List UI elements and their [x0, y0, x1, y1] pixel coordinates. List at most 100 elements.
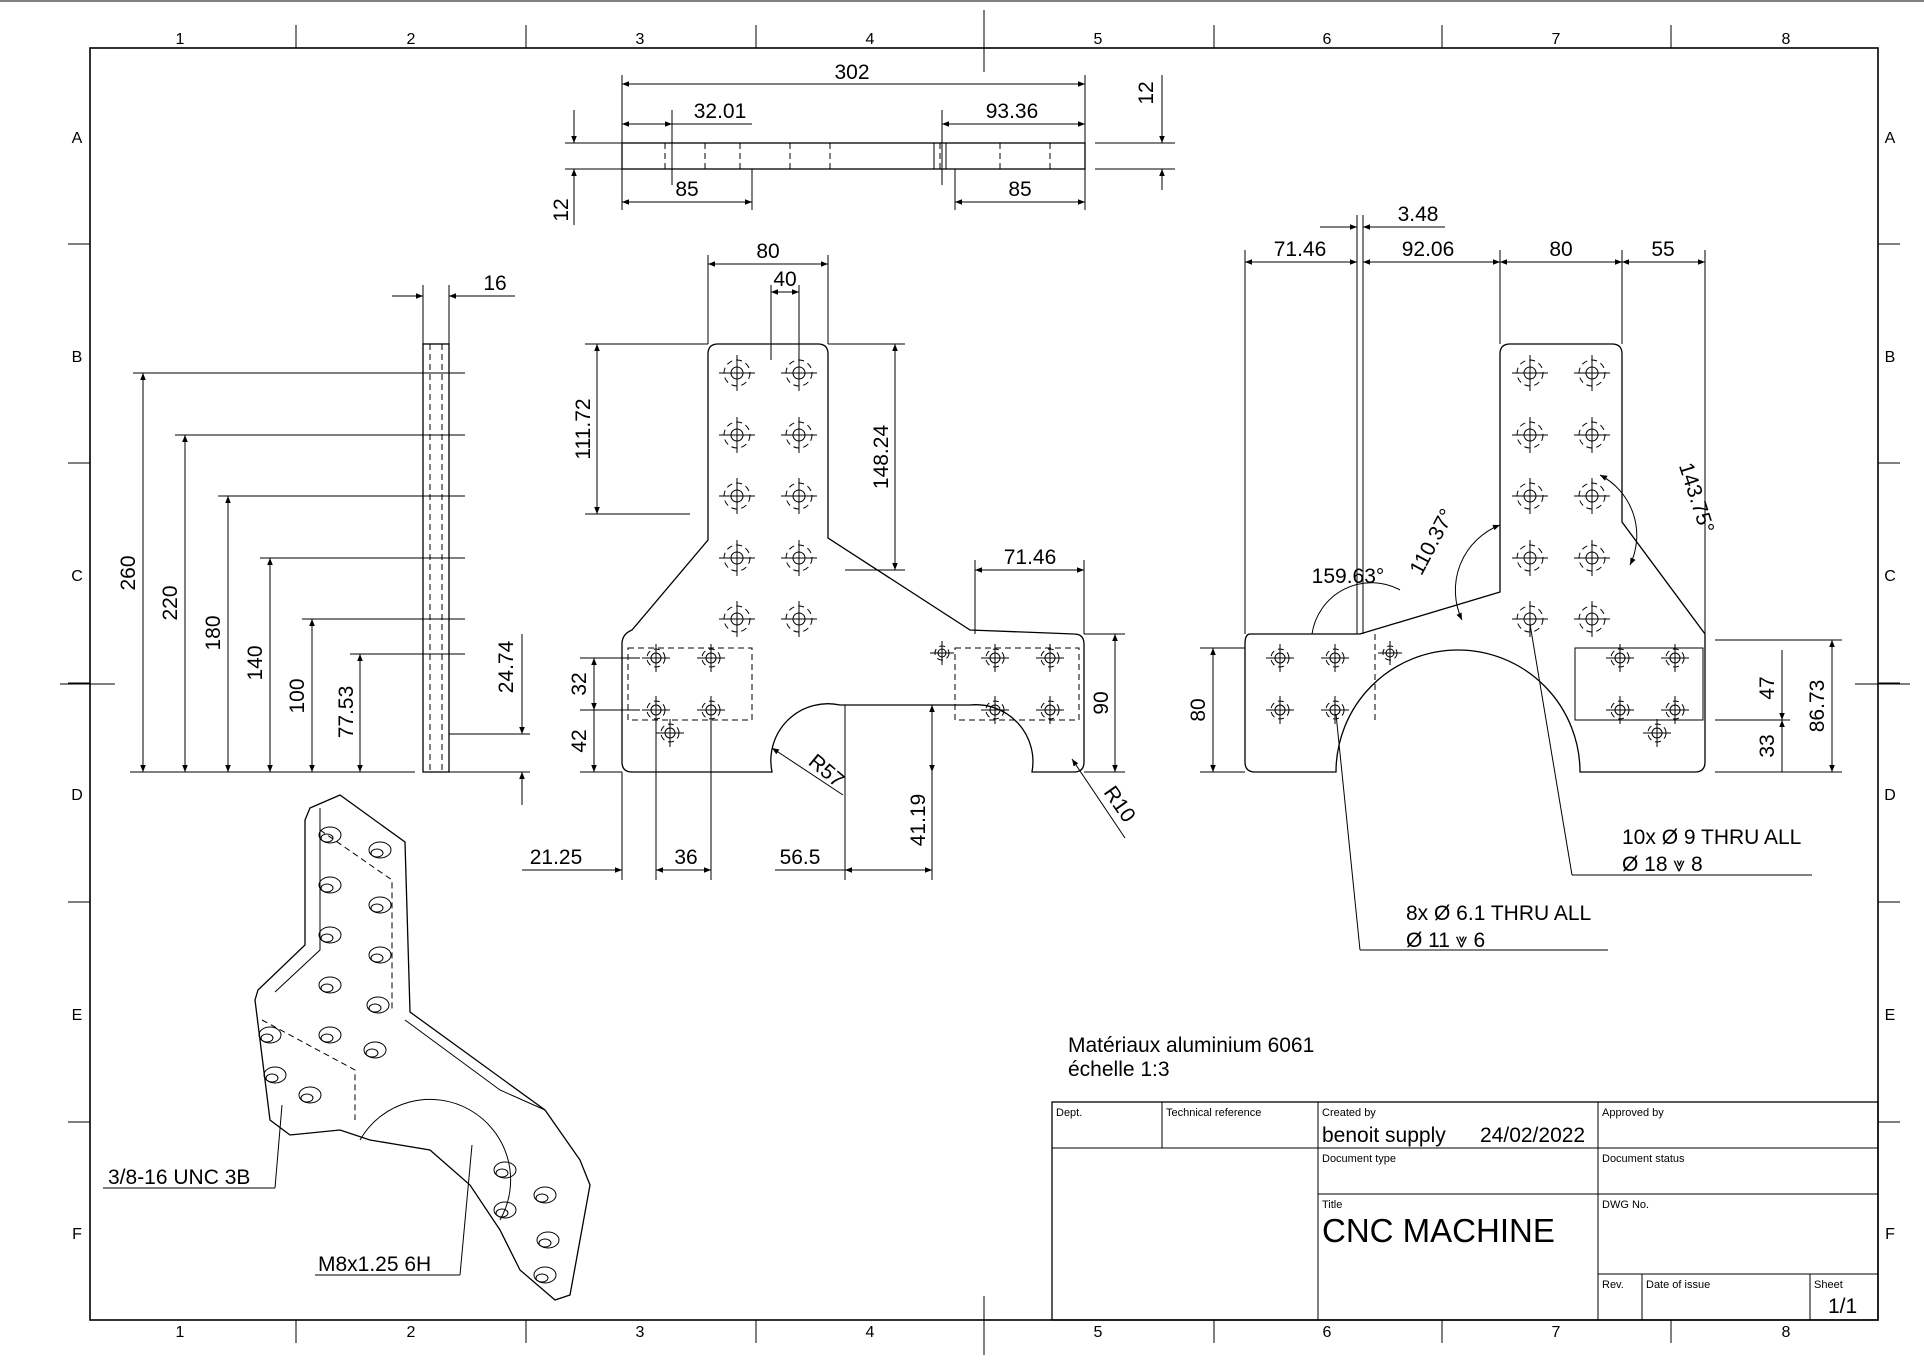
- svg-text:E: E: [1885, 1007, 1896, 1024]
- zone-row-a: A: [72, 130, 83, 147]
- hole-icon: [1321, 696, 1349, 724]
- bolt-icon: [368, 946, 392, 964]
- tb-date: 24/02/2022: [1480, 1124, 1585, 1147]
- hole-note-1-line2: Ø 18 ⩔ 8: [1622, 853, 1703, 876]
- svg-text:3: 3: [636, 1324, 645, 1341]
- svg-text:B: B: [1885, 349, 1896, 366]
- zone-row-c: C: [71, 568, 83, 585]
- bolt-icon: [318, 1026, 342, 1044]
- svg-text:5: 5: [1094, 1324, 1103, 1341]
- dim-140: 140: [244, 645, 267, 680]
- zone-row-b: B: [72, 349, 83, 366]
- hole-icon: [781, 601, 817, 637]
- svg-text:1: 1: [176, 1324, 185, 1341]
- material-note: Matériaux aluminium 6061: [1068, 1034, 1314, 1057]
- zone-col-5: 5: [1094, 31, 1103, 48]
- zone-col-3: 3: [636, 31, 645, 48]
- hole-icon: [642, 696, 670, 724]
- zone-col-6: 6: [1323, 31, 1332, 48]
- dim-47: 47: [1756, 676, 1779, 699]
- dim-148-24: 148.24: [870, 425, 893, 490]
- zone-row-d: D: [71, 787, 83, 804]
- tb-tech-ref-label: Technical reference: [1166, 1107, 1261, 1119]
- hole-note-2-line2: Ø 11 ⩔ 6: [1406, 929, 1485, 952]
- hole-icon: [1036, 644, 1064, 672]
- tb-rev-label: Rev.: [1602, 1279, 1624, 1291]
- hole-icon: [1512, 540, 1548, 576]
- dim-80-height: 80: [1187, 698, 1210, 721]
- tb-title: CNC MACHINE: [1322, 1212, 1555, 1249]
- hole-icon: [1661, 644, 1689, 672]
- bolt-icon: [318, 826, 342, 844]
- hole-icon: [981, 644, 1009, 672]
- side-view: 16 260 220 180 140 100 77.53 24.74: [117, 272, 530, 805]
- dim-12-right: 12: [1135, 81, 1158, 104]
- dim-100: 100: [286, 678, 309, 713]
- hole-icon: [719, 601, 755, 637]
- sheet-frame: [60, 10, 1910, 1355]
- hole-icon: [781, 417, 817, 453]
- zone-row-f: F: [72, 1226, 82, 1243]
- front-view: 80 40 111.72 148.24 71.46 90 32 42 R57 R…: [522, 240, 1140, 880]
- tb-approved-by-label: Approved by: [1602, 1107, 1664, 1119]
- zone-col-4: 4: [866, 31, 875, 48]
- bolt-icon: [298, 1086, 322, 1104]
- dim-71-46-right: 71.46: [1274, 238, 1327, 261]
- bolt-icon: [263, 1066, 287, 1084]
- hole-note-1-line1: 10x Ø 9 THRU ALL: [1622, 826, 1801, 849]
- hole-icon: [1574, 355, 1610, 391]
- tb-sheet-label: Sheet: [1814, 1279, 1843, 1291]
- dim-80-right: 80: [1549, 238, 1572, 261]
- dim-302: 302: [834, 61, 869, 84]
- dim-r10: R10: [1099, 782, 1140, 827]
- isometric-view: [254, 794, 591, 1301]
- dim-180: 180: [202, 615, 225, 650]
- tb-created-by: benoit supply: [1322, 1124, 1446, 1147]
- dim-55: 55: [1651, 238, 1674, 261]
- hole-icon: [1512, 355, 1548, 391]
- dim-77-53: 77.53: [335, 686, 358, 739]
- front-view-holes: [642, 355, 1064, 747]
- hole-icon: [1643, 719, 1671, 747]
- svg-text:F: F: [1885, 1226, 1895, 1243]
- dim-92-06: 92.06: [1402, 238, 1455, 261]
- svg-text:4: 4: [866, 1324, 875, 1341]
- svg-text:C: C: [1884, 568, 1896, 585]
- thread-callout-1: 3/8-16 UNC 3B: [108, 1166, 250, 1189]
- dim-85-right: 85: [1008, 178, 1031, 201]
- dim-90: 90: [1090, 691, 1113, 714]
- tb-sheet: 1/1: [1828, 1295, 1857, 1318]
- bolt-icon: [368, 841, 392, 859]
- bolt-icon: [366, 996, 390, 1014]
- tb-date-of-issue-label: Date of issue: [1646, 1279, 1710, 1291]
- dim-24-74: 24.74: [495, 640, 518, 693]
- dim-85-left: 85: [675, 178, 698, 201]
- hole-icon: [1606, 696, 1634, 724]
- hole-icon: [1606, 644, 1634, 672]
- hole-icon: [719, 355, 755, 391]
- hole-icon: [1574, 417, 1610, 453]
- tb-doc-status-label: Document status: [1602, 1153, 1685, 1165]
- dim-111-72: 111.72: [572, 398, 595, 459]
- hole-icon: [1321, 644, 1349, 672]
- bolt-icon: [533, 1186, 557, 1204]
- dim-71-46-front: 71.46: [1004, 546, 1057, 569]
- zone-row-e: E: [72, 1007, 83, 1024]
- svg-text:D: D: [1884, 787, 1896, 804]
- dim-110-37: 110.37°: [1405, 505, 1459, 579]
- hole-icon: [642, 644, 670, 672]
- dim-86-73: 86.73: [1806, 680, 1829, 733]
- bolt-icon: [258, 1026, 282, 1044]
- zone-col-1: 1: [176, 31, 185, 48]
- hole-icon: [697, 644, 725, 672]
- dim-32-01: 32.01: [694, 100, 747, 123]
- hole-icon: [719, 540, 755, 576]
- hole-icon: [781, 478, 817, 514]
- zone-col-2: 2: [407, 31, 416, 48]
- dim-41-19: 41.19: [907, 794, 930, 847]
- scale-note: échelle 1:3: [1068, 1058, 1170, 1081]
- title-block: Dept. Technical reference Created by ben…: [1051, 1101, 1879, 1321]
- hole-icon: [1266, 696, 1294, 724]
- dim-80-front: 80: [756, 240, 779, 263]
